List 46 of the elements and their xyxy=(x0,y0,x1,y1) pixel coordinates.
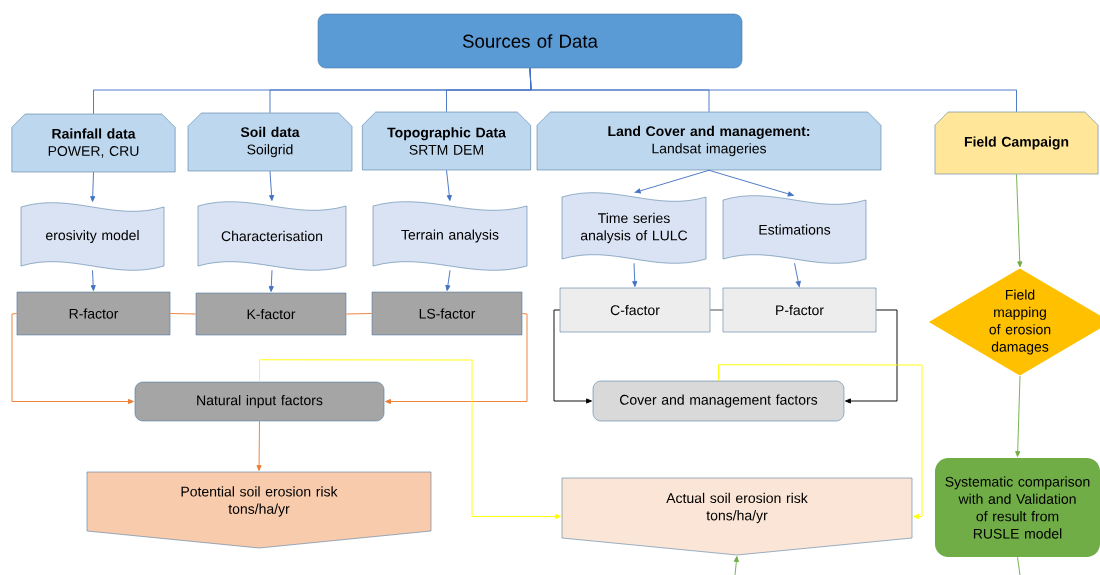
title-box: Sources of Data xyxy=(317,13,743,69)
factor-box: R-factor xyxy=(16,291,171,336)
arrow xyxy=(553,309,592,404)
arrow xyxy=(733,556,739,575)
arrow xyxy=(845,309,898,404)
arrow xyxy=(1015,375,1021,457)
arrow xyxy=(259,359,561,520)
factor-box: K-factor xyxy=(195,292,347,336)
arrow xyxy=(718,364,923,520)
data-source-box: Field Campaign xyxy=(934,111,1099,175)
arrow xyxy=(11,313,134,405)
arrow xyxy=(445,269,451,291)
connector-line xyxy=(529,67,1017,113)
data-source-box: Land Cover and management: Landsat imageries xyxy=(536,111,882,171)
arrow xyxy=(708,169,794,197)
factor-box: C-factor xyxy=(559,287,711,333)
arrow xyxy=(269,170,275,201)
arrow xyxy=(385,313,528,405)
arrow xyxy=(256,420,262,471)
arrow xyxy=(794,262,801,287)
connector-line xyxy=(1017,556,1021,575)
factor-box: P-factor xyxy=(722,287,877,333)
connector-line xyxy=(169,313,197,315)
data-source-box: Topographic Data SRTM DEM xyxy=(362,111,531,171)
process-wave: Estimations xyxy=(722,195,867,264)
arrow xyxy=(446,169,452,201)
factor-group-box: Natural input factors xyxy=(134,381,385,422)
result-pentagon: Potential soil erosion risk tons/ha/yr xyxy=(86,471,432,549)
connector-line xyxy=(345,313,373,315)
factor-group-box: Cover and management factors xyxy=(592,380,845,422)
arrow xyxy=(90,171,96,202)
connector-line xyxy=(709,309,724,311)
arrow xyxy=(634,169,710,194)
process-wave: Time series analysis of LULC xyxy=(561,192,707,264)
data-source-box: Soil data Soilgrid xyxy=(187,112,353,172)
validation-box: Systematic comparison with and Validation of result from RUSLE model xyxy=(934,458,1100,557)
process-wave: erosivity model xyxy=(20,202,165,271)
process-wave: Characterisation xyxy=(197,201,347,271)
arrow xyxy=(268,269,274,292)
result-pentagon: Actual soil erosion risk tons/ha/yr xyxy=(561,477,913,556)
factor-box: LS-factor xyxy=(371,291,523,336)
data-source-box: Rainfall data POWER, CRU xyxy=(11,113,176,173)
process-wave: Terrain analysis xyxy=(372,201,528,271)
arrow xyxy=(1016,173,1023,268)
arrow xyxy=(90,269,96,291)
arrow xyxy=(632,262,638,287)
